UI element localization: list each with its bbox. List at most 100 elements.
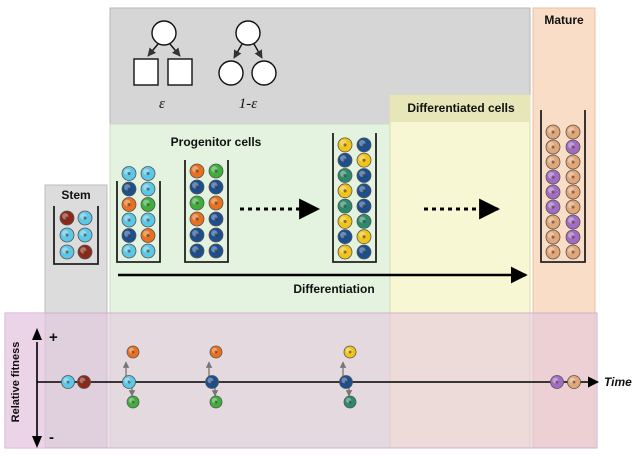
mature-cell-15 [565,229,581,245]
plus-label: + [49,329,58,346]
prog1-cells [121,166,156,259]
prog3-cell-15 [356,244,372,260]
prog1-cell-10 [121,243,137,259]
fitness-stem-cell-0 [61,375,75,389]
asymmetric-division-icon [133,20,193,86]
prog3-cell-3 [356,152,372,168]
mature-cell-17 [565,244,581,260]
prog3-container [332,133,377,263]
stem-cell-1 [77,210,93,226]
mature-cell-14 [545,229,561,245]
prog1-cell-6 [121,212,137,228]
mature-title: Mature [544,13,584,27]
mature-cell-4 [545,154,561,170]
prog1-cell-2 [121,181,137,197]
stem-cell-4 [59,244,75,260]
prog2-cell-1 [208,163,224,179]
prog3-cell-13 [356,229,372,245]
stem-cell-5 [77,244,93,260]
fitness-prog1-down-cell [126,395,140,409]
stem-cell-0 [59,210,75,226]
prog3-cell-1 [356,137,372,153]
stem-cell-3 [77,227,93,243]
fitness-prog1-center-cell [122,375,136,389]
mature-cell-6 [545,169,561,185]
differentiation-label: Differentiation [293,282,374,296]
prog2-cells [189,163,224,259]
mature-cell-7 [565,169,581,185]
prog3-cell-9 [356,198,372,214]
mature-cell-9 [565,184,581,200]
prog3-cell-12 [337,229,353,245]
prog1-cell-4 [121,197,137,212]
mature-cell-10 [545,199,561,215]
fitness-mature-cell-1 [567,375,581,389]
fitness-mature-cell-0 [550,375,564,389]
mature-cell-13 [565,214,581,230]
prog2-cell-10 [189,243,205,259]
fitness-prog1-up-cell [126,345,140,359]
differentiated-title: Differentiated cells [407,101,515,115]
mature-cell-16 [545,244,561,260]
mature-cell-2 [545,139,561,155]
mature-container [540,110,586,263]
prog2-cell-7 [208,211,224,227]
prog1-cell-3 [140,181,156,197]
prog2-cell-9 [208,227,224,243]
progenitor-title: Progenitor cells [171,135,262,149]
fitness-prog3-down-cell [343,395,357,409]
prog3-cell-5 [356,168,372,183]
fitness-cells [61,345,581,409]
one-minus-epsilon-label: 1-ε [239,96,257,112]
fitness-stem-cell-1 [77,375,91,389]
prog3-cell-0 [337,137,353,153]
prog3-cell-4 [337,168,353,183]
fitness-prog3-up-cell [343,345,357,359]
fitness-axis-down-arrow [32,436,42,448]
prog1-cell-7 [140,212,156,228]
mature-cells [545,124,581,260]
prog3-cell-7 [356,183,372,199]
fitness-prog2-up-cell [209,345,223,359]
prog1-cell-8 [121,228,137,243]
mature-cell-3 [565,139,581,155]
prog3-cell-11 [356,213,372,229]
prog3-cell-6 [337,183,353,199]
prog3-cell-8 [337,198,353,214]
prog1-cell-5 [140,197,156,212]
relative-fitness-label: Relative fitness [10,342,22,423]
time-label: Time [604,375,632,389]
prog3-cell-14 [337,244,353,260]
mature-cell-0 [545,124,561,140]
prog1-container [116,181,161,263]
epsilon-label: ε [159,96,165,112]
differentiated-header [390,95,530,122]
symmetric-division-icon [218,20,277,86]
prog2-cell-5 [208,195,224,211]
fitness-axis-up-arrow [32,328,42,340]
prog2-cell-6 [189,211,205,227]
containers [53,110,586,265]
stem-cells [59,210,93,260]
prog3-cells [337,137,372,260]
stem-cell-2 [59,227,75,243]
fitness-prog3-center-cell [339,375,353,389]
prog3-cell-10 [337,213,353,229]
prog1-cell-11 [140,243,156,259]
fitness-prog2-down-cell [209,395,223,409]
prog2-container [184,160,229,263]
stem-container [53,206,99,265]
fitness-band [4,312,598,449]
mature-cell-12 [545,214,561,230]
prog1-cell-0 [121,166,137,181]
prog3-cell-2 [337,152,353,168]
prog2-cell-3 [208,179,224,195]
prog2-cell-4 [189,195,205,211]
fitness-prog2-center-cell [205,375,219,389]
mature-cell-8 [545,184,561,200]
mature-cell-1 [565,124,581,140]
stem-title: Stem [61,188,90,202]
prog1-cell-9 [140,228,156,243]
